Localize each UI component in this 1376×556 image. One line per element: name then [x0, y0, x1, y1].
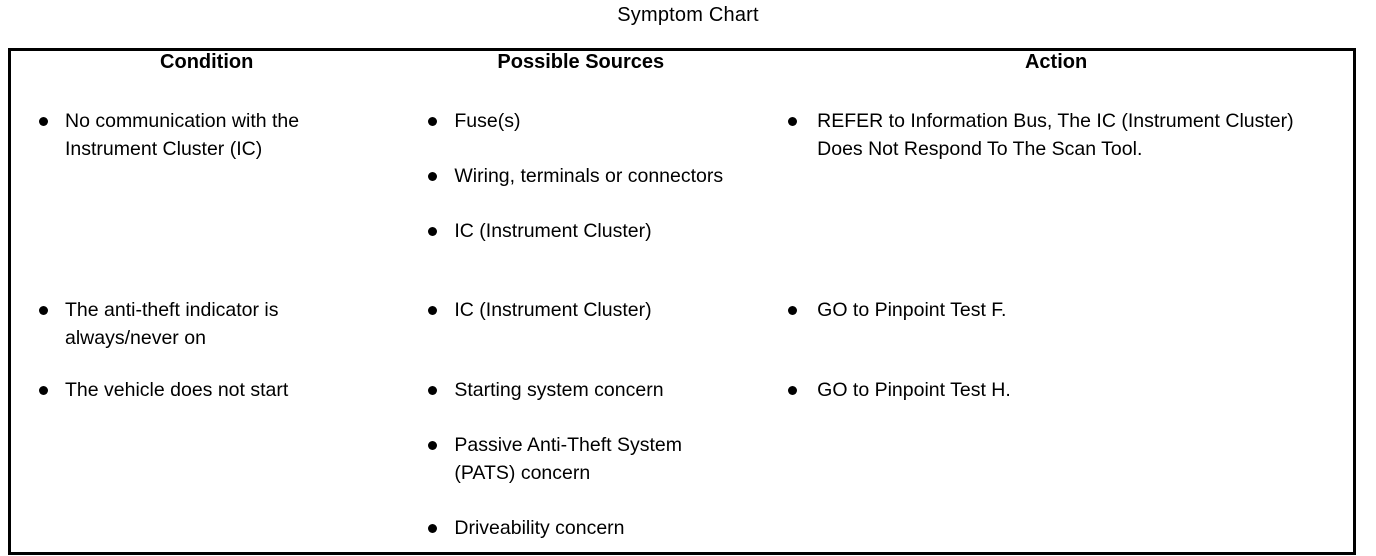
bullet-icon [428, 226, 438, 236]
column-header-action: Action [759, 49, 1355, 93]
list-item-label: IC (Instrument Cluster) [454, 298, 652, 321]
list-item: REFER to Information Bus, The IC (Instru… [759, 107, 1341, 163]
bullet-list-action: GO to Pinpoint Test H. [759, 362, 1353, 414]
column-header-condition: Condition [9, 49, 403, 93]
list-item: GO to Pinpoint Test H. [759, 376, 1341, 404]
symptom-chart-table: Condition Possible Sources Action No com… [8, 48, 1356, 555]
cell-condition: No communication with the Instrument Clu… [9, 92, 403, 282]
table-row: The anti-theft indicator is always/never… [9, 281, 1355, 362]
bullet-icon [428, 171, 438, 181]
list-item-label: Fuse(s) [454, 109, 521, 132]
list-item: GO to Pinpoint Test F. [759, 296, 1341, 324]
cell-condition: The vehicle does not start [9, 361, 403, 553]
cell-action: GO to Pinpoint Test F. [759, 281, 1355, 362]
list-item: Starting system concern [402, 376, 747, 404]
bullet-list-condition: The anti-theft indicator is always/never… [11, 282, 402, 362]
bullet-list-condition: No communication with the Instrument Clu… [11, 93, 402, 173]
list-item-label: The vehicle does not start [65, 378, 289, 401]
list-item: IC (Instrument Cluster) [402, 296, 747, 324]
list-item-label: IC (Instrument Cluster) [454, 219, 652, 242]
bullet-icon [428, 305, 438, 315]
cell-possible-sources: Fuse(s) Wiring, terminals or connectors … [402, 92, 760, 282]
table-row: The vehicle does not start Starting syst… [9, 361, 1355, 553]
bullet-icon [788, 385, 798, 395]
cell-condition: The anti-theft indicator is always/never… [9, 281, 403, 362]
bullet-icon [428, 116, 438, 126]
bullet-list-action: GO to Pinpoint Test F. [759, 282, 1353, 334]
bullet-icon [428, 385, 438, 395]
list-item-label: GO to Pinpoint Test H. [817, 378, 1011, 401]
bullet-list-possible-sources: Starting system concern Passive Anti-The… [402, 362, 759, 552]
list-item: No communication with the Instrument Clu… [11, 107, 390, 163]
list-item-label: Starting system concern [454, 378, 664, 401]
list-item: Wiring, terminals or connectors [402, 162, 747, 190]
bullet-list-action: REFER to Information Bus, The IC (Instru… [759, 93, 1353, 173]
list-item: IC (Instrument Cluster) [402, 217, 747, 245]
bullet-icon [428, 440, 438, 450]
list-item: Passive Anti-Theft System (PATS) concern [402, 431, 747, 487]
page-title: Symptom Chart [617, 4, 759, 26]
cell-possible-sources: IC (Instrument Cluster) [402, 281, 760, 362]
list-item-label: REFER to Information Bus, The IC (Instru… [817, 109, 1294, 160]
column-header-possible-sources: Possible Sources [402, 49, 760, 93]
list-item-label: Driveability concern [454, 516, 625, 539]
list-item: The vehicle does not start [11, 376, 390, 404]
list-item: The anti-theft indicator is always/never… [11, 296, 390, 352]
list-item-label: GO to Pinpoint Test F. [817, 298, 1007, 321]
list-item: Driveability concern [402, 514, 747, 542]
cell-action: GO to Pinpoint Test H. [759, 361, 1355, 553]
bullet-icon [788, 305, 798, 315]
bullet-list-condition: The vehicle does not start [11, 362, 402, 414]
cell-possible-sources: Starting system concern Passive Anti-The… [402, 361, 760, 553]
bullet-list-possible-sources: IC (Instrument Cluster) [402, 282, 759, 334]
list-item-label: The anti-theft indicator is always/never… [65, 298, 279, 349]
list-item: Fuse(s) [402, 107, 747, 135]
table-row: No communication with the Instrument Clu… [9, 92, 1355, 282]
table-header-row: Condition Possible Sources Action [9, 49, 1355, 93]
list-item-label: Wiring, terminals or connectors [454, 164, 724, 187]
cell-action: REFER to Information Bus, The IC (Instru… [759, 92, 1355, 282]
list-item-label: No communication with the Instrument Clu… [65, 109, 300, 160]
bullet-list-possible-sources: Fuse(s) Wiring, terminals or connectors … [402, 93, 759, 255]
bullet-icon [428, 523, 438, 533]
bullet-icon [39, 385, 48, 395]
list-item-label: Passive Anti-Theft System (PATS) concern [454, 433, 682, 484]
bullet-icon [39, 116, 48, 126]
bullet-icon [39, 305, 48, 315]
bullet-icon [788, 116, 798, 126]
